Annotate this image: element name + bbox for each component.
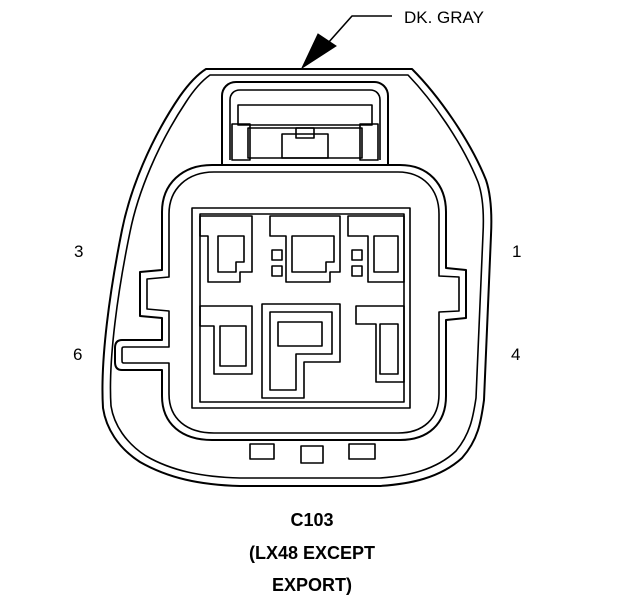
connector-application-caption: (LX48 EXCEPT	[249, 543, 375, 563]
terminal-slot	[199, 215, 253, 283]
terminal-slot	[269, 215, 341, 283]
bottom-slot	[249, 443, 275, 460]
terminal-slot	[347, 215, 405, 283]
locking-latch	[221, 81, 389, 165]
terminal-slot	[261, 303, 341, 399]
bottom-slot	[300, 445, 324, 464]
bottom-slot	[348, 443, 376, 460]
pin-label-3: 3	[74, 242, 83, 261]
pin-label-4: 4	[511, 345, 520, 364]
pin-label-6: 6	[73, 345, 82, 364]
terminal-slot	[199, 305, 253, 375]
color-leader	[300, 15, 392, 70]
connector-application-caption-cont: EXPORT)	[272, 575, 352, 595]
terminal-slot	[355, 305, 405, 383]
leader-arrowhead	[300, 33, 337, 70]
connector-housing-outer	[101, 68, 493, 487]
terminal-cavity-inner	[121, 171, 460, 434]
terminal-cavity-outer	[114, 164, 467, 441]
wire-color-label: DK. GRAY	[404, 8, 484, 27]
connector-id-caption: C103	[290, 510, 333, 530]
connector-housing-inner	[109, 74, 485, 479]
terminal-outline	[191, 207, 411, 409]
pin-label-1: 1	[512, 242, 521, 261]
